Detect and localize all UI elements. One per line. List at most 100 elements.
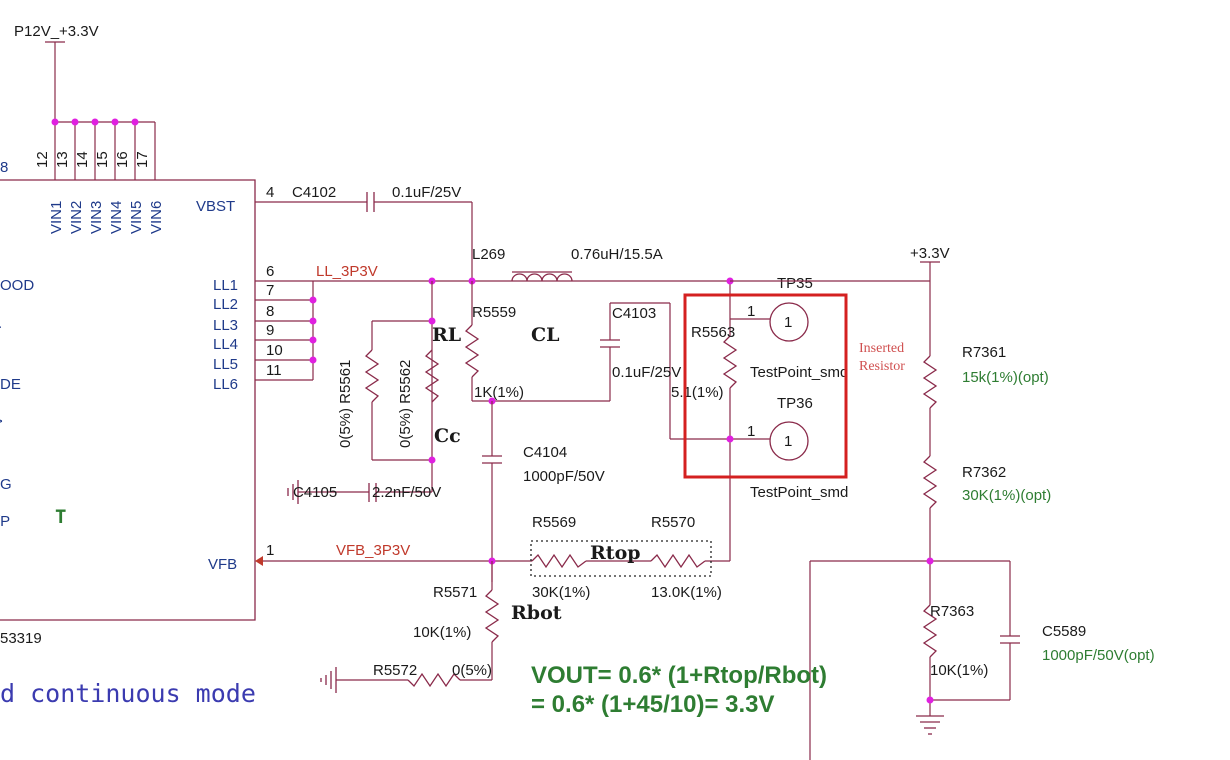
- ground-icon: [287, 480, 299, 504]
- inserted-resistor-note: Resistor: [859, 359, 905, 374]
- r5571-value: 10K(1%): [413, 624, 471, 641]
- r5559-ref: R5559: [472, 304, 516, 321]
- tp35-circle-pin: 1: [784, 314, 792, 331]
- c4104-value: 1000pF/50V: [523, 468, 605, 485]
- pin-number-10: 10: [266, 342, 283, 359]
- pin-number-13: 13: [54, 151, 71, 168]
- pin-name-vin3: VIN3: [88, 201, 105, 234]
- net-label-ll: LL_3P3V: [316, 263, 378, 280]
- r7363-value: 10K(1%): [930, 662, 988, 679]
- pin-name-vin5: VIN5: [128, 201, 145, 234]
- pin-name-vbst: VBST: [196, 198, 235, 215]
- rbot-resistor: [484, 561, 500, 680]
- net-label-vfb: VFB_3P3V: [336, 542, 410, 559]
- pin-number-1: 1: [266, 542, 274, 559]
- continuous-mode-text: d continuous mode: [0, 679, 256, 708]
- svg-text:.: .: [0, 315, 2, 332]
- ic-part-number-partial: 53319: [0, 630, 42, 647]
- r5563-resistor: [722, 277, 770, 561]
- ic-partial-text: T: [55, 506, 66, 528]
- tp36-pin: 1: [747, 423, 755, 440]
- tp36-type: TestPoint_smd: [750, 484, 848, 501]
- vout-equation-line1: VOUT= 0.6* (1+Rtop/Rbot): [531, 662, 827, 689]
- tp35-ref: TP35: [777, 275, 813, 292]
- pin-number-17: 17: [134, 151, 151, 168]
- c4102-ref: C4102: [292, 184, 336, 201]
- c4105-capacitor: [298, 483, 432, 502]
- ic-partial-text: 8: [0, 159, 8, 176]
- tp35-testpoint[interactable]: 1: [769, 302, 809, 342]
- c4103-value: 0.1uF/25V: [612, 364, 681, 381]
- pin-number-6: 6: [266, 263, 274, 280]
- r5572-value: 0(5%): [452, 662, 492, 679]
- r5570-ref: R5570: [651, 514, 695, 531]
- r5562-label: 0(5%) R5562: [397, 360, 414, 448]
- tp36-ref: TP36: [777, 395, 813, 412]
- pin-name-vin2: VIN2: [68, 201, 85, 234]
- c4103-capacitor: [600, 302, 770, 440]
- vin-power-net: [45, 41, 156, 180]
- r5559-tag: RL: [432, 324, 461, 346]
- pin-name-vin4: VIN4: [108, 201, 125, 234]
- tp36-testpoint[interactable]: 1: [769, 421, 809, 461]
- pin-name-ll1: LL1: [213, 277, 238, 294]
- tp36-circle-pin: 1: [784, 433, 792, 450]
- ic-partial-text: G: [0, 476, 12, 493]
- svg-text:/P: /P: [0, 513, 10, 530]
- pin-number-14: 14: [74, 151, 91, 168]
- r5572-ref: R5572: [373, 662, 417, 679]
- r7361-value: 15k(1%)(opt): [962, 369, 1049, 386]
- r7362-ref: R7362: [962, 464, 1006, 481]
- pin-number-9: 9: [266, 322, 274, 339]
- tp35-pin: 1: [747, 303, 755, 320]
- r7362-value: 30K(1%)(opt): [962, 487, 1051, 504]
- r5571-ref: R5571: [433, 584, 477, 601]
- c4104-capacitor: [482, 401, 502, 582]
- pin-name-ll5: LL5: [213, 356, 238, 373]
- pin-number-11: 11: [266, 362, 282, 379]
- c4102-value: 0.1uF/25V: [392, 184, 461, 201]
- ground-icon: [320, 667, 337, 693]
- r5562-tag: Cc: [434, 425, 461, 447]
- net-label-p12v: P12V_+3.3V: [14, 23, 99, 40]
- c4102-capacitor: [255, 192, 473, 281]
- l269-tag: CL: [531, 324, 559, 346]
- r5569-ref: R5569: [532, 514, 576, 531]
- c4105-ref: C4105: [293, 484, 337, 501]
- pin-number-7: 7: [266, 282, 274, 299]
- pin-name-vin6: VIN6: [148, 201, 165, 234]
- ic-body: [0, 179, 256, 621]
- svg-text:>: >: [0, 413, 3, 430]
- pin-name-ll4: LL4: [213, 336, 238, 353]
- ground-icon: [916, 715, 944, 735]
- ic-partial-text: DE: [0, 376, 21, 393]
- c4103-ref: C4103: [612, 305, 656, 322]
- pin-name-ll6: LL6: [213, 376, 238, 393]
- pin-number-4: 4: [266, 184, 274, 201]
- l269-inductor: [511, 271, 573, 282]
- rtop-resistors: [530, 540, 730, 577]
- tp35-type: TestPoint_smd: [750, 364, 848, 381]
- l269-value: 0.76uH/15.5A: [571, 246, 663, 263]
- inserted-resistor-note: Inserted: [859, 341, 904, 356]
- pin-name-ll2: LL2: [213, 296, 238, 313]
- r5561-label: 0(5%) R5561: [337, 360, 354, 448]
- rbot-tag: Rbot: [511, 602, 562, 624]
- r7363-ref: R7363: [930, 603, 974, 620]
- pin-number-16: 16: [114, 151, 131, 168]
- pin-number-12: 12: [34, 151, 51, 168]
- r5559-value: 1K(1%): [474, 384, 524, 401]
- net-label-plus33: +3.3V: [910, 245, 950, 262]
- c5589-value: 1000pF/50V(opt): [1042, 647, 1155, 664]
- c4105-value: 2.2nF/50V: [372, 484, 441, 501]
- r5563-ref: R5563: [691, 324, 735, 341]
- c5589-ref: C5589: [1042, 623, 1086, 640]
- r5572-resistor: [336, 672, 492, 688]
- pin-number-8: 8: [266, 303, 274, 320]
- l269-ref: L269: [472, 246, 505, 263]
- pin-name-ll3: LL3: [213, 317, 238, 334]
- pin-name-vin1: VIN1: [48, 201, 65, 234]
- output-divider-network: [730, 261, 1020, 760]
- r7361-ref: R7361: [962, 344, 1006, 361]
